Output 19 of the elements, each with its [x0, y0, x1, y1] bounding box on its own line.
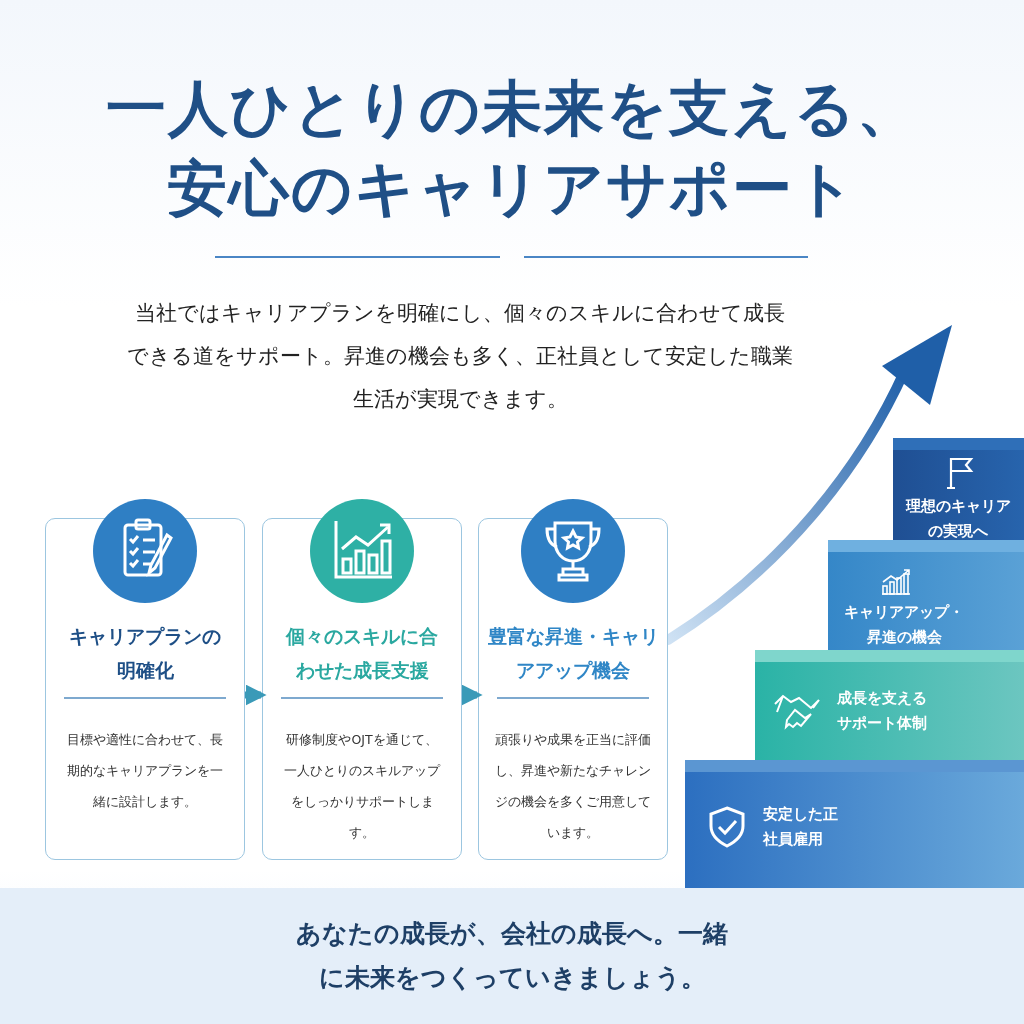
step-label: 成長を支えるサポート体制 — [837, 689, 928, 733]
stair-step — [685, 760, 1024, 888]
card-text: 研修制度やOJTを通じて、一人ひとりのスキルアップをしっかりサポートします。 — [283, 731, 442, 842]
step-label: 安定した正社員雇用 — [763, 805, 839, 849]
card-heading: 豊富な昇進・キャリアアップ機会 — [486, 624, 660, 683]
step-label: 理想のキャリアの実現へ — [905, 497, 1011, 541]
stair-step — [828, 540, 1024, 650]
card-text: 頑張りや成果を正当に評価し、昇進や新たなチャレンジの機会を多くご用意しています。 — [494, 731, 652, 842]
arrow — [245, 684, 267, 706]
title: 一人ひとりの未来を支える、安心のキャリアサポート — [104, 72, 920, 225]
card-text: 目標や適性に合わせて、長期的なキャリアプランを一緒に設計します。 — [66, 731, 224, 811]
card-heading: キャリアプランの明確化 — [68, 624, 222, 683]
arrow — [461, 684, 483, 706]
stair-step — [893, 438, 1024, 540]
stair-step — [755, 650, 1024, 760]
step-label: キャリアアップ・昇進の機会 — [844, 603, 964, 647]
card-heading: 個々のスキルに合わせた成長支援 — [284, 624, 439, 683]
closing-message: あなたの成長が、会社の成長へ。一緒に未来をつくっていきましょう。 — [295, 918, 729, 994]
intro-paragraph: 当社ではキャリアプランを明確にし、個々のスキルに合わせて成長できる道をサポート。昇進の機会も多く、正社員として安定した職業生活が実現できます。 — [126, 300, 794, 413]
